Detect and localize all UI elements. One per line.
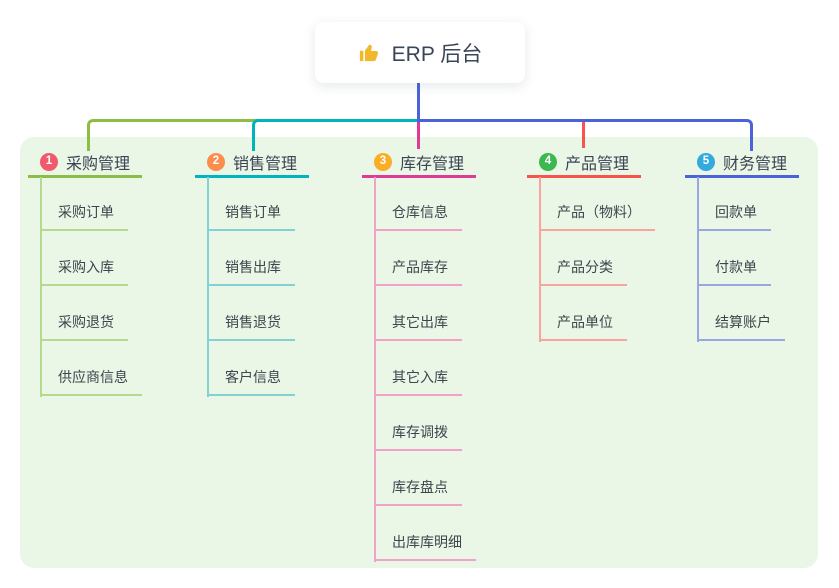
branch-4-child-row: 产品分类 — [539, 231, 655, 286]
branch-2-topic[interactable]: 2 销售管理 — [195, 148, 309, 178]
branch-3-child-topic[interactable]: 出库库明细 — [374, 532, 476, 561]
branch-2-child-topic[interactable]: 销售出库 — [207, 257, 295, 286]
branch-3-child-topic[interactable]: 库存调拨 — [374, 422, 462, 451]
branch-5-child-topic[interactable]: 回款单 — [697, 202, 771, 231]
root-label: ERP 后台 — [391, 42, 483, 66]
branch-4-number-badge: 4 — [539, 152, 557, 171]
branch-2-child-topic[interactable]: 销售退货 — [207, 312, 295, 341]
branch-1-children: 采购订单采购入库采购退货供应商信息 — [40, 178, 142, 396]
branch-4-topic[interactable]: 4 产品管理 — [527, 148, 641, 178]
branch-3-child-row: 其它入库 — [374, 341, 476, 396]
branch-3-child-row: 出库库明细 — [374, 506, 476, 561]
branch-4-child-row: 产品单位 — [539, 286, 655, 341]
branch-3-child-topic[interactable]: 库存盘点 — [374, 477, 462, 506]
branch-3-child-row: 其它出库 — [374, 286, 476, 341]
root-node[interactable]: ERP 后台 — [315, 22, 525, 83]
branch-3-child-topic[interactable]: 仓库信息 — [374, 202, 462, 231]
branch-1-child-topic[interactable]: 采购订单 — [40, 202, 128, 231]
branch-2-trunk-line — [207, 177, 209, 397]
branch-5-child-row: 回款单 — [697, 178, 785, 231]
branch-3-child-topic[interactable]: 其它入库 — [374, 367, 462, 396]
branch-3-label: 库存管理 — [400, 155, 465, 173]
branch-3-child-row: 库存调拨 — [374, 396, 476, 451]
branch-3-children: 仓库信息产品库存其它出库其它入库库存调拨库存盘点出库库明细 — [374, 178, 476, 561]
branch-5-trunk-line — [697, 177, 699, 342]
branch-1-child-topic[interactable]: 供应商信息 — [40, 367, 142, 396]
branch-3-child-row: 产品库存 — [374, 231, 476, 286]
branch-1-child-row: 供应商信息 — [40, 341, 142, 396]
branch-1-label: 采购管理 — [66, 155, 131, 173]
branch-4-child-topic[interactable]: 产品单位 — [539, 312, 627, 341]
branch-1-child-topic[interactable]: 采购入库 — [40, 257, 128, 286]
branches-panel — [20, 137, 818, 568]
branch-3-topic[interactable]: 3 库存管理 — [362, 148, 476, 178]
branch-3-trunk-line — [374, 177, 376, 562]
branch-4-child-topic[interactable]: 产品分类 — [539, 257, 627, 286]
branch-3-number-badge: 3 — [374, 152, 392, 171]
branch-1-child-topic[interactable]: 采购退货 — [40, 312, 128, 341]
branch-2-children: 销售订单销售出库销售退货客户信息 — [207, 178, 295, 396]
branch-5-topic[interactable]: 5 财务管理 — [685, 148, 799, 178]
branch-4-label: 产品管理 — [565, 155, 630, 173]
branch-1-child-row: 采购订单 — [40, 178, 142, 231]
branch-1-child-row: 采购退货 — [40, 286, 142, 341]
branch-5-child-topic[interactable]: 付款单 — [697, 257, 771, 286]
branch-2-child-row: 销售出库 — [207, 231, 295, 286]
branch-5-number-badge: 5 — [697, 152, 715, 171]
branch-5-child-topic[interactable]: 结算账户 — [697, 312, 785, 341]
branch-2-child-topic[interactable]: 销售订单 — [207, 202, 295, 231]
branch-3-child-row: 仓库信息 — [374, 178, 476, 231]
branch-2-child-topic[interactable]: 客户信息 — [207, 367, 295, 396]
branch-5-label: 财务管理 — [723, 155, 788, 173]
branch-4-children: 产品（物料） 产品分类产品单位 — [539, 178, 655, 341]
branch-1-number-badge: 1 — [40, 152, 58, 171]
branch-2-child-row: 销售退货 — [207, 286, 295, 341]
branch-3-child-row: 库存盘点 — [374, 451, 476, 506]
branch-5-child-row: 结算账户 — [697, 286, 785, 341]
branch-2-number-badge: 2 — [207, 152, 225, 171]
branch-5-child-row: 付款单 — [697, 231, 785, 286]
branch-4-child-row: 产品（物料） — [539, 178, 655, 231]
branch-3-child-topic[interactable]: 产品库存 — [374, 257, 462, 286]
branch-4-trunk-line — [539, 177, 541, 342]
branch-1-trunk-line — [40, 177, 42, 397]
branch-2-child-row: 客户信息 — [207, 341, 295, 396]
branch-5-children: 回款单付款单结算账户 — [697, 178, 785, 341]
branch-2-label: 销售管理 — [233, 155, 298, 173]
branch-4-child-topic[interactable]: 产品（物料） — [539, 202, 655, 231]
branch-2-child-row: 销售订单 — [207, 178, 295, 231]
branch-1-topic[interactable]: 1 采购管理 — [28, 148, 142, 178]
branch-3-child-topic[interactable]: 其它出库 — [374, 312, 462, 341]
thumbs-up-icon — [358, 41, 381, 64]
branch-1-child-row: 采购入库 — [40, 231, 142, 286]
